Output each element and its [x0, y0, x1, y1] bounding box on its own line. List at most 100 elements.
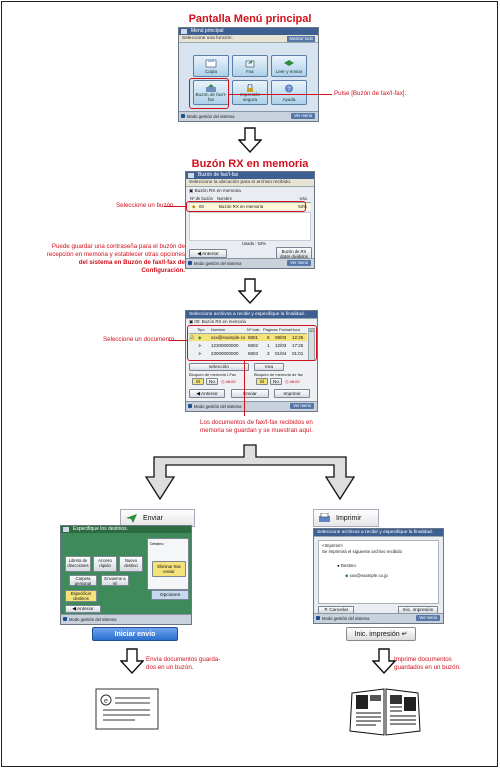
ifax-icon: ◆ — [345, 573, 349, 578]
fax-lock-label: Bloqueo de memoria de fax — [254, 372, 303, 377]
fax-tile[interactable]: Fax — [232, 55, 268, 77]
options-button[interactable]: Opciones — [151, 590, 189, 600]
memory-box-titlebar: Buzón de fax/I-fax — [186, 172, 314, 179]
box-icon — [188, 173, 194, 178]
note-password: Puede guardar una contraseña para el buz… — [46, 243, 185, 274]
title-mem-box: Buzón RX en memoria — [191, 158, 309, 170]
branch-arrow — [144, 444, 356, 501]
fax-box-tile[interactable]: Buzón de fax/I-fax — [193, 80, 229, 105]
selected-check-icon: ☑ — [190, 335, 195, 340]
arrow-down-print — [372, 648, 396, 674]
title-main-menu: Pantalla Menú principal — [188, 13, 312, 25]
send-titlebar: Especifique los destinos. — [61, 526, 191, 533]
scan-send-icon — [284, 60, 294, 66]
document-row[interactable]: ➤ 23000000000 5803 3 01/04 01:01 — [198, 351, 304, 356]
previous-button[interactable]: ◀ Anterior — [189, 389, 225, 398]
ifax-lock-yes[interactable]: Sí — [192, 378, 204, 385]
note-sends: Envía documentos guarda- dos en un buzón… — [146, 656, 221, 671]
ifax-lock-label: Bloqueo de memoria I-Fax — [189, 372, 237, 377]
memory-box-used: Usado : 53% — [242, 241, 266, 246]
help-icon: ? — [285, 84, 293, 93]
view-menu-button[interactable]: Ver menú — [290, 403, 314, 409]
callout-line-stored — [244, 361, 246, 416]
callout-line-doc — [169, 340, 187, 342]
copy-icon — [205, 59, 217, 68]
box-row-icon: ◆ — [192, 204, 196, 209]
ifax-lock-no[interactable]: No — [206, 378, 218, 385]
document-row[interactable]: ➤ 12300000000 5802 1 12/03 17:25 — [198, 343, 304, 348]
inbox-icon — [206, 84, 216, 92]
arrow-down-2 — [238, 278, 262, 304]
document-columns: Tipo Nombre Nº trab. Páginas Fecha/Hora — [189, 327, 307, 334]
callout-line-press — [229, 94, 332, 96]
system-mode-icon — [188, 261, 192, 265]
main-menu-area: Copia Fax Leer y enviar Buzón de fax/I-f… — [179, 43, 318, 112]
lock-icon — [247, 84, 253, 92]
svg-text:?: ? — [287, 87, 291, 93]
previous-button[interactable]: ◀ Anterior — [65, 605, 101, 613]
start-print-button[interactable]: Inic. impresión ↵ — [346, 627, 416, 641]
email-document-icon: e — [95, 688, 159, 730]
view-menu-button[interactable]: Ver menú — [287, 260, 311, 266]
arrow-down-send — [120, 648, 144, 674]
view-menu-button[interactable]: Ver menú — [291, 113, 315, 119]
note-press-button: Pulse [Buzón de fax/I-fax]. — [334, 90, 407, 97]
ifax-icon: ◆ — [198, 335, 202, 340]
quick-access-button[interactable]: Acceso rápido — [93, 556, 117, 572]
note-prints: Imprime documentos guardados en un buzón… — [394, 656, 461, 671]
svg-text:e: e — [104, 698, 108, 705]
note-select-document: Seleccione un documento — [103, 336, 175, 343]
fax-lock-yes[interactable]: Sí — [256, 378, 268, 385]
print-address: ◆ xxx@example.co.jp — [345, 573, 388, 578]
previous-button[interactable]: ◀ Anterior — [189, 249, 227, 258]
view-menu-button[interactable]: Ver menú — [416, 615, 440, 621]
memory-box-subtitle: Seleccione la ubicación para el archivo … — [186, 179, 314, 187]
new-destination-button[interactable]: Nuevo destino — [119, 556, 143, 572]
print-subtitle: Seleccione archivos a recibir y especifi… — [314, 529, 443, 537]
document-list-subtitle: Seleccione archivos a recibir y especifi… — [186, 311, 317, 319]
main-menu-title: Menú principal — [191, 28, 224, 34]
fax-lock-no[interactable]: No — [270, 378, 282, 385]
memory-box-row[interactable]: ◆ 00 Buzón RX en memoria 53% — [190, 203, 310, 210]
arrow-down-1 — [238, 127, 262, 153]
fax-doc-icon: ➤ — [198, 343, 202, 348]
ifax-time: ◷ 08:00 — [221, 379, 236, 384]
start-send-button[interactable]: Iniciar envío — [92, 627, 178, 641]
scan-send-tile[interactable]: Leer y enviar — [271, 55, 307, 77]
document-list-screen: Seleccione archivos a recibir y especifi… — [185, 310, 318, 412]
fax-doc-icon: ➤ — [198, 351, 202, 356]
help-tile[interactable]: ? Ayuda — [271, 80, 307, 105]
copy-tile[interactable]: Copia — [193, 55, 229, 77]
send-icon — [126, 514, 137, 523]
send-button[interactable]: Enviar — [231, 389, 269, 398]
show-all-button[interactable]: Mostrar todo — [287, 36, 315, 42]
system-mode-icon — [181, 114, 185, 118]
printed-newspaper-icon — [349, 688, 421, 736]
main-menu-subtitle: Seleccione una función. Mostrar todo — [179, 35, 318, 43]
specify-destinations-button[interactable]: Especificar destinos — [65, 590, 97, 602]
address-book-button[interactable]: Libreta de direcciones — [65, 556, 91, 572]
send-to-myself-button[interactable]: Enviarme a mí — [101, 575, 129, 586]
callout-line-box — [164, 206, 186, 208]
tab-print[interactable]: Imprimir — [313, 509, 379, 527]
note-stored-documents: Los documentos de fax/I-fax recibidos en… — [200, 419, 313, 434]
system-mode-icon — [316, 616, 320, 620]
note-select-box: Seleccione un buzón — [116, 202, 174, 209]
send-screen: Especifique los destinos. Libreta de dir… — [60, 525, 192, 625]
memory-box-header: Nº de buzón Nombre Uso — [189, 196, 311, 203]
document-list-header: ▣ 00: Buzón RX en memoria — [189, 319, 246, 324]
select-all-button[interactable]: selección — [189, 363, 249, 371]
delete-after-send-button[interactable]: Eliminar tras enviar — [152, 561, 186, 577]
personal-folder-button[interactable]: Carpeta personal — [69, 575, 97, 586]
document-row[interactable]: ☑ ◆ xxx@example.co 5801 5 08/03 12:25 — [189, 334, 307, 341]
secure-print-tile[interactable]: Impresión segura — [232, 80, 268, 105]
print-button[interactable]: Imprimir — [274, 389, 310, 398]
main-menu-screen: Menú principal Seleccione una función. M… — [178, 27, 319, 122]
system-mode-icon — [63, 617, 67, 621]
printer-icon — [319, 513, 330, 522]
memory-box-screen: Buzón de fax/I-fax Seleccione la ubicaci… — [185, 171, 315, 269]
details-button[interactable]: Ima — [254, 363, 284, 371]
fax-box-highlight — [189, 78, 229, 109]
